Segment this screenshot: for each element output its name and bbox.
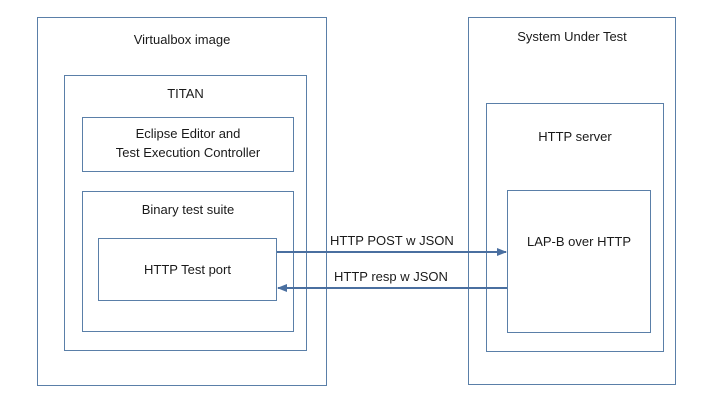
http-test-port-box: HTTP Test port bbox=[98, 238, 277, 301]
titan-label: TITAN bbox=[167, 86, 204, 101]
eclipse-editor-label-line2: Test Execution Controller bbox=[115, 145, 261, 160]
http-test-port-label: HTTP Test port bbox=[144, 262, 231, 277]
lapb-over-http-label: LAP-B over HTTP bbox=[526, 234, 632, 249]
virtualbox-image-label: Virtualbox image bbox=[133, 32, 231, 47]
eclipse-editor-box: Eclipse Editor and Test Execution Contro… bbox=[82, 117, 294, 172]
binary-test-suite-label: Binary test suite bbox=[141, 202, 235, 217]
http-resp-label: HTTP resp w JSON bbox=[334, 269, 448, 284]
system-under-test-label: System Under Test bbox=[517, 29, 627, 44]
lapb-over-http-box: LAP-B over HTTP bbox=[507, 190, 651, 333]
http-server-label: HTTP server bbox=[538, 129, 612, 144]
eclipse-editor-label-line1: Eclipse Editor and bbox=[135, 126, 241, 141]
http-post-label: HTTP POST w JSON bbox=[330, 233, 454, 248]
